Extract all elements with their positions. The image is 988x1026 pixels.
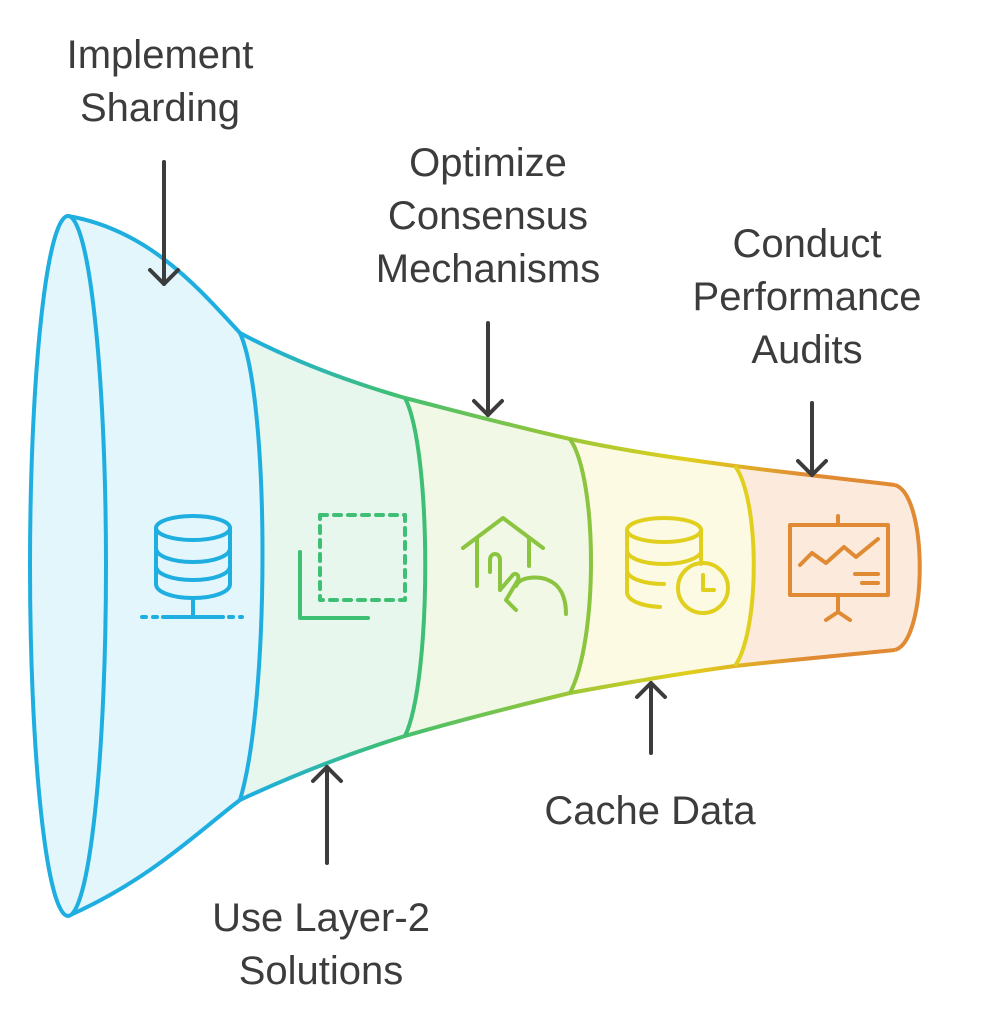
label-optimize-consensus: Optimize Consensus Mechanisms [376,137,601,296]
label-conduct-audits: Conduct Performance Audits [693,218,922,377]
label-line: Use Layer-2 [212,896,430,940]
label-line: Consensus [387,194,589,238]
arrow-cache [635,681,667,755]
label-line: Optimize [409,141,567,185]
segment-layer2 [240,333,426,800]
arrow-consensus [472,321,504,417]
divider-3 [568,437,593,694]
segment-audits [735,466,920,666]
label-line: Audits [751,328,863,372]
label-implement-sharding: Implement Sharding [67,29,254,135]
label-line: Solutions [238,949,404,993]
funnel-top-edge [67,214,896,487]
database-clock-icon [625,516,730,615]
presentation-chart-icon [788,514,890,622]
arrow-sharding [148,160,180,286]
label-line: Conduct [732,222,882,266]
layers-icon [298,513,407,620]
funnel-mouth [28,214,108,918]
home-touch-icon [461,516,568,616]
label-line: Sharding [79,86,241,130]
label-line: Implement [66,33,254,77]
divider-1 [238,332,265,801]
funnel-bottom-edge [67,648,896,918]
label-line: Cache Data [544,789,756,833]
divider-4 [733,464,756,668]
label-cache-data: Cache Data [544,785,755,838]
label-use-layer2: Use Layer-2 Solutions [212,892,430,998]
arrow-layer2 [311,765,343,865]
segment-cache [570,439,754,693]
label-line: Performance [692,275,922,319]
funnel-end-cap [894,483,922,652]
divider-2 [403,397,428,737]
label-line: Mechanisms [375,247,601,291]
database-server-icon [140,514,244,619]
arrow-audits [796,401,828,477]
